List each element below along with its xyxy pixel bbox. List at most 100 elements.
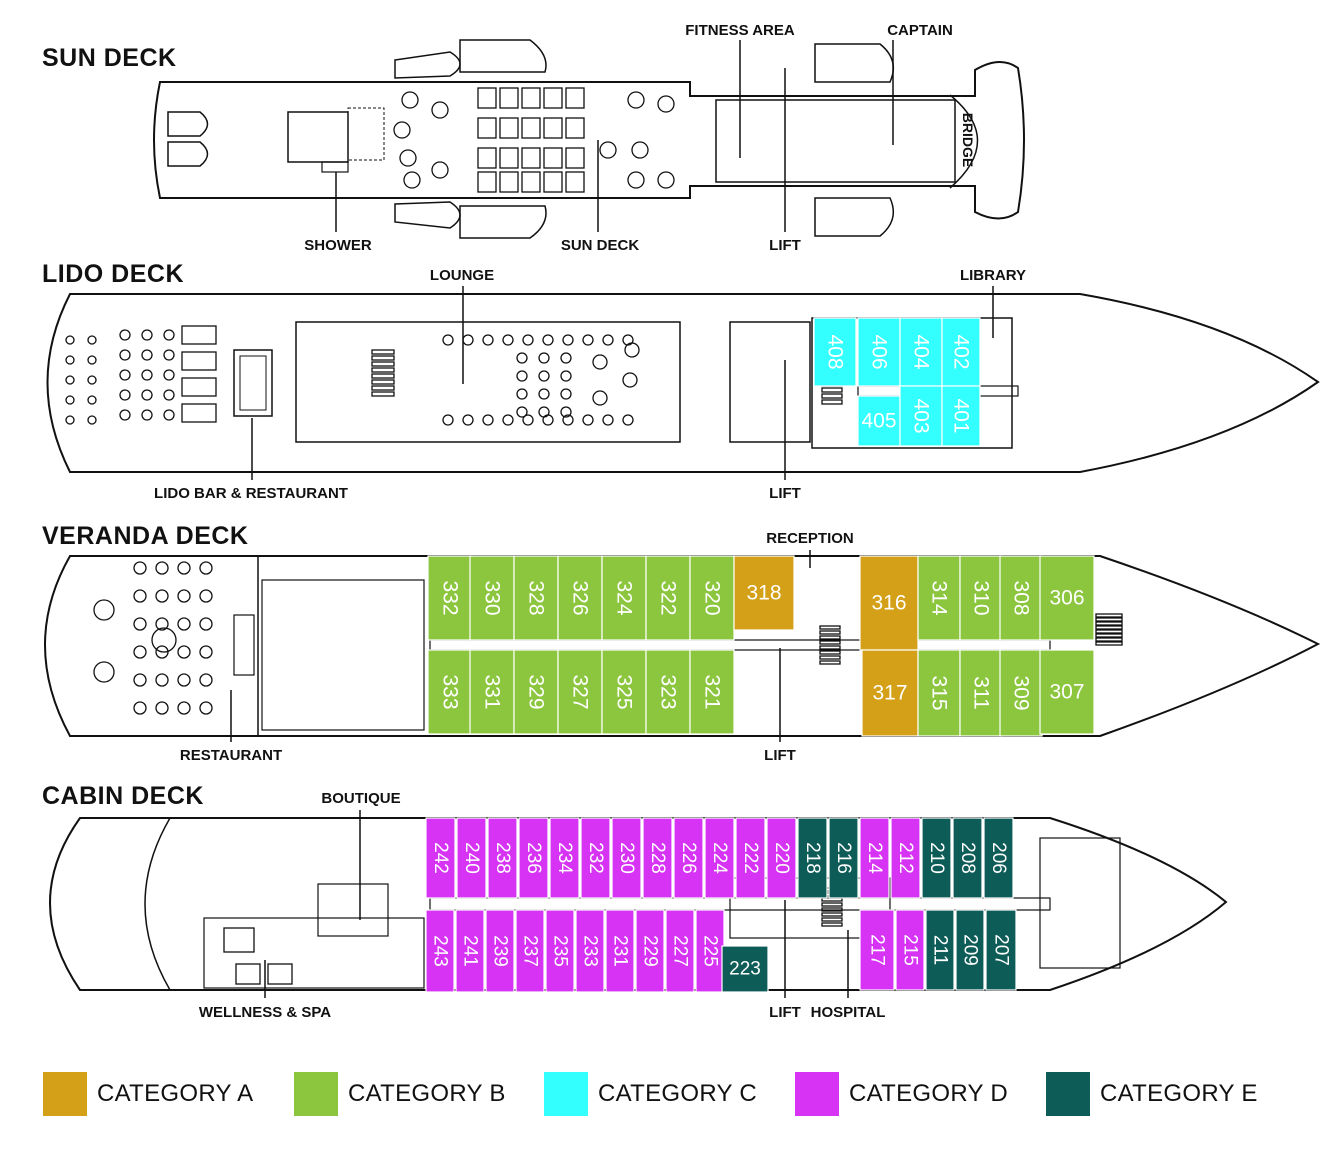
cabin-235[interactable] [545, 909, 575, 993]
cabin-number-405: 405 [861, 410, 896, 433]
cabin-401[interactable] [941, 385, 981, 447]
cabin-number-309: 309 [1010, 675, 1033, 710]
cabin-217[interactable] [859, 909, 895, 991]
cabin-237[interactable] [515, 909, 545, 993]
cabin-239[interactable] [485, 909, 515, 993]
cabin-307[interactable] [1039, 649, 1095, 735]
cabin-214[interactable] [859, 817, 890, 899]
cabin-232[interactable] [580, 817, 611, 899]
cabin-326[interactable] [557, 555, 603, 641]
cabin-206[interactable] [983, 817, 1014, 899]
cabin-number-311: 311 [970, 676, 993, 709]
cabin-231[interactable] [605, 909, 635, 993]
cabin-404[interactable] [899, 317, 943, 387]
cabin-227[interactable] [665, 909, 695, 993]
cabin-number-229: 229 [640, 935, 661, 967]
cabin-308[interactable] [999, 555, 1043, 641]
cabin-228[interactable] [642, 817, 673, 899]
cabin-number-230: 230 [616, 842, 637, 874]
cabin-222[interactable] [735, 817, 766, 899]
cabin-330[interactable] [469, 555, 515, 641]
cabin-315[interactable] [917, 649, 961, 737]
cabin-242[interactable] [425, 817, 456, 899]
cabin-number-318: 318 [746, 582, 781, 605]
cabin-number-218: 218 [802, 842, 823, 874]
cabin-number-211: 211 [930, 935, 951, 965]
cabin-number-307: 307 [1049, 681, 1084, 704]
cabin-number-310: 310 [970, 580, 993, 615]
cabin-309[interactable] [999, 649, 1043, 737]
cabin-number-232: 232 [585, 842, 606, 874]
cabin-329[interactable] [513, 649, 559, 735]
legend-swatch-c [544, 1072, 588, 1116]
cabin-324[interactable] [601, 555, 647, 641]
cabin-211[interactable] [925, 909, 955, 991]
cabin-number-216: 216 [833, 842, 854, 874]
cabin-number-234: 234 [554, 842, 575, 874]
cabin-402[interactable] [941, 317, 981, 387]
cabin-number-210: 210 [926, 842, 947, 874]
cabin-number-212: 212 [895, 842, 916, 874]
cabin-218[interactable] [797, 817, 828, 899]
cabin-406[interactable] [857, 317, 901, 387]
cabin-number-242: 242 [430, 842, 451, 874]
reception-label: RECEPTION [766, 530, 854, 547]
cabin-number-208: 208 [957, 842, 978, 874]
cabin-number-217: 217 [867, 934, 888, 966]
cabin-243[interactable] [425, 909, 455, 993]
cabin-number-225: 225 [700, 935, 721, 967]
cabin-332[interactable] [427, 555, 473, 641]
cabin-322[interactable] [645, 555, 691, 641]
cabin-number-328: 328 [525, 580, 548, 615]
cabin-224[interactable] [704, 817, 735, 899]
cabin-403[interactable] [899, 385, 943, 447]
legend-swatch-a [43, 1072, 87, 1116]
cabin-317[interactable] [861, 649, 919, 737]
cabin-320[interactable] [689, 555, 735, 641]
cabin-number-206: 206 [988, 842, 1009, 874]
cabin-number-222: 222 [740, 842, 761, 874]
cabin-306[interactable] [1039, 555, 1095, 641]
cabin-333[interactable] [427, 649, 473, 735]
cabin-229[interactable] [635, 909, 665, 993]
cabin-234[interactable] [549, 817, 580, 899]
cabin-233[interactable] [575, 909, 605, 993]
lido-lift-label: LIFT [769, 485, 801, 502]
cabin-212[interactable] [890, 817, 921, 899]
cabin-408[interactable] [813, 317, 857, 387]
cabin-325[interactable] [601, 649, 647, 735]
legend-swatch-e [1046, 1072, 1090, 1116]
cabin-226[interactable] [673, 817, 704, 899]
legend-item-b: CATEGORY B [294, 1072, 506, 1116]
legend-swatch-d [795, 1072, 839, 1116]
cabin-number-406: 406 [868, 334, 891, 369]
wellness-label: WELLNESS & SPA [198, 1004, 332, 1021]
cabin-number-331: 331 [481, 674, 504, 709]
cabin-238[interactable] [487, 817, 518, 899]
hospital-label: HOSPITAL [810, 1004, 886, 1021]
cabin-210[interactable] [921, 817, 952, 899]
cabin-240[interactable] [456, 817, 487, 899]
cabin-230[interactable] [611, 817, 642, 899]
cabin-316[interactable] [859, 555, 919, 651]
cabin-225[interactable] [695, 909, 725, 993]
cabin-number-408: 408 [824, 334, 847, 369]
fitness-area-label: FITNESS AREA [685, 22, 795, 39]
cabin-207[interactable] [985, 909, 1017, 991]
cabin-209[interactable] [955, 909, 985, 991]
cabin-216[interactable] [828, 817, 859, 899]
cabin-208[interactable] [952, 817, 983, 899]
cabin-number-403: 403 [910, 398, 933, 433]
cabin-321[interactable] [689, 649, 735, 735]
cabin-241[interactable] [455, 909, 485, 993]
legend-label-a: CATEGORY A [97, 1080, 254, 1107]
cabin-405[interactable] [857, 395, 901, 447]
legend-label-b: CATEGORY B [348, 1080, 506, 1107]
cabin-318[interactable] [733, 555, 795, 631]
cabin-215[interactable] [895, 909, 925, 991]
cabin-number-209: 209 [960, 934, 981, 966]
cabin-220[interactable] [766, 817, 797, 899]
cabin-236[interactable] [518, 817, 549, 899]
cabin-223[interactable] [721, 945, 769, 993]
cabin-number-323: 323 [657, 674, 680, 709]
